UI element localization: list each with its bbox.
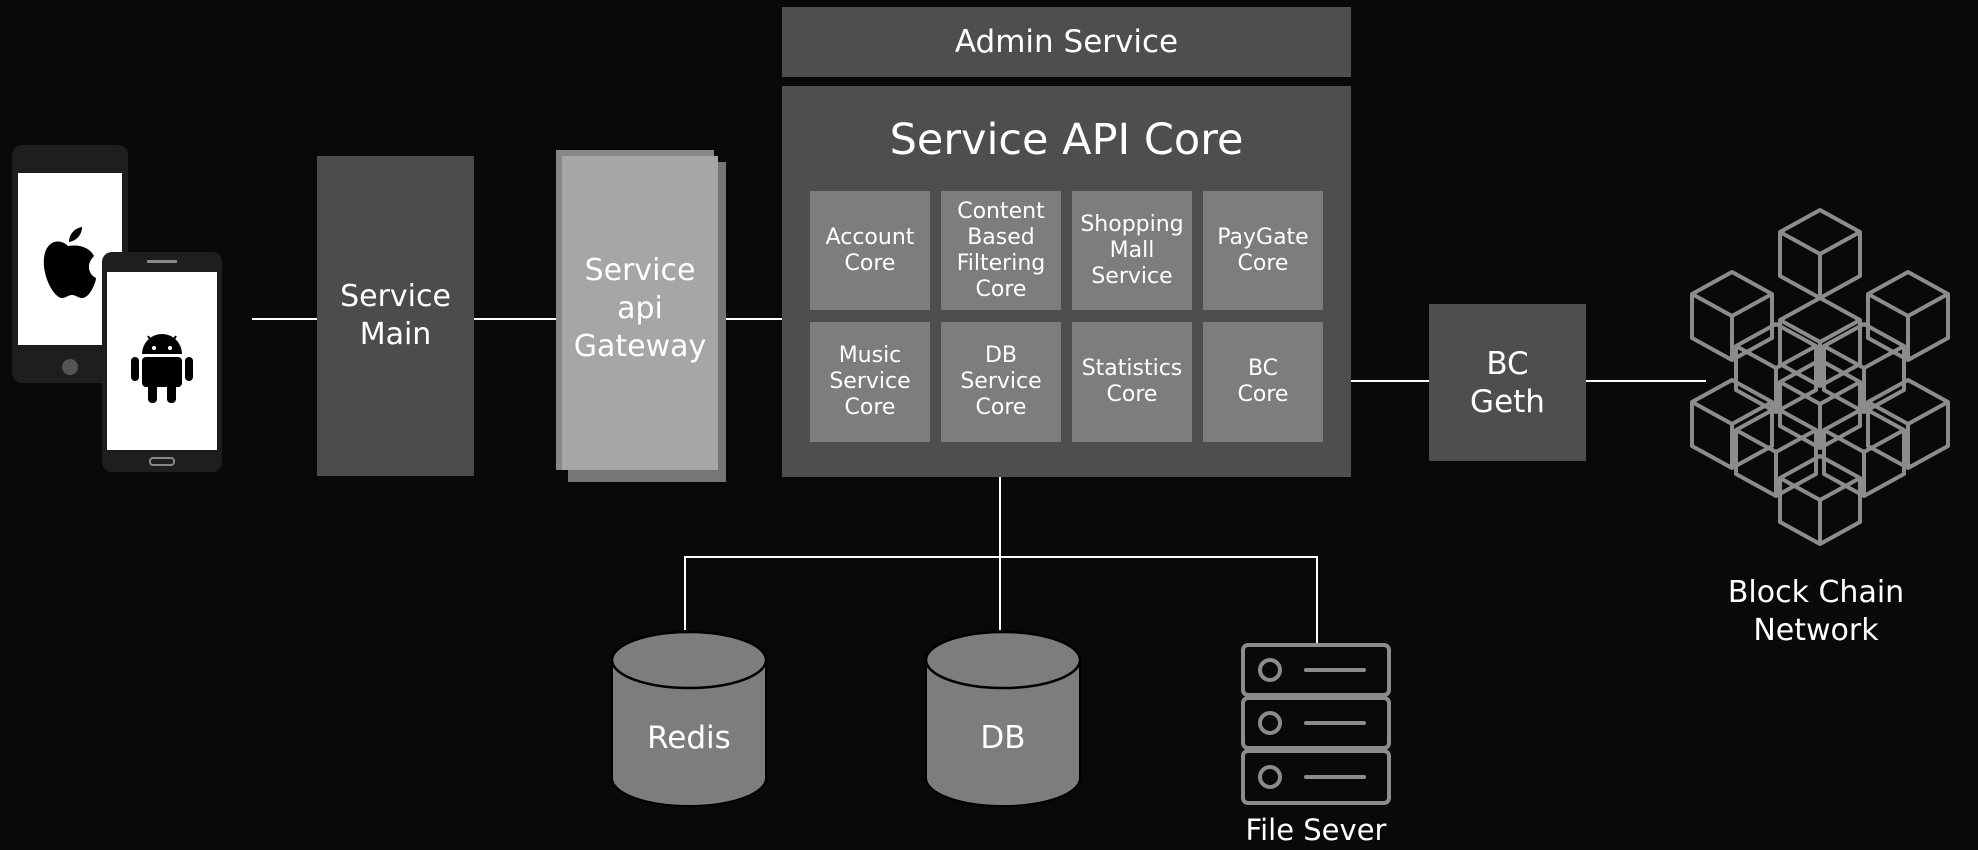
bc-geth-label: BC Geth <box>1470 345 1545 420</box>
redis-label: Redis <box>647 720 731 756</box>
connector-storage-bus <box>684 556 1318 558</box>
module-db-service-core: DB Service Core <box>941 322 1061 442</box>
connector-main-gateway <box>474 318 556 320</box>
module-statistics-core: Statistics Core <box>1072 322 1192 442</box>
connector-bccore-geth <box>1323 380 1429 382</box>
connector-geth-blockchain <box>1586 380 1706 382</box>
service-main-label: Service Main <box>340 279 451 352</box>
file-server-icon <box>1241 643 1391 805</box>
connector-bus-fileserver <box>1316 556 1318 644</box>
gateway-label: Service api Gateway <box>573 253 707 364</box>
apple-logo-icon <box>43 227 96 298</box>
admin-service-box: Admin Service <box>782 7 1351 77</box>
blockchain-network-label: Block Chain Network <box>1727 575 1905 648</box>
module-content-filtering-core: Content Based Filtering Core <box>941 191 1061 310</box>
connector-dbcore-down <box>999 442 1001 630</box>
connector-gateway-core <box>724 318 782 320</box>
api-core-title: Service API Core <box>889 115 1244 165</box>
module-account-core: Account Core <box>810 191 930 310</box>
admin-service-label: Admin Service <box>954 24 1179 60</box>
redis-cylinder <box>610 630 768 807</box>
blockchain-network-icon <box>1690 208 1950 546</box>
module-shopping-mall-service: Shopping Mall Service <box>1072 191 1192 310</box>
android-logo-icon <box>131 334 193 403</box>
file-server-label: File Sever <box>1245 813 1387 847</box>
module-bc-core: BC Core <box>1203 322 1323 442</box>
module-paygate-core: PayGate Core <box>1203 191 1323 310</box>
service-main-box: Service Main <box>317 156 474 476</box>
db-cylinder <box>924 630 1082 807</box>
connector-bus-redis <box>684 556 686 630</box>
db-label: DB <box>980 720 1026 756</box>
module-music-service-core: Music Service Core <box>810 322 930 442</box>
gateway-box: Service api Gateway <box>562 156 718 470</box>
bc-geth-box: BC Geth <box>1429 304 1586 461</box>
connector-clients-main <box>252 318 317 320</box>
